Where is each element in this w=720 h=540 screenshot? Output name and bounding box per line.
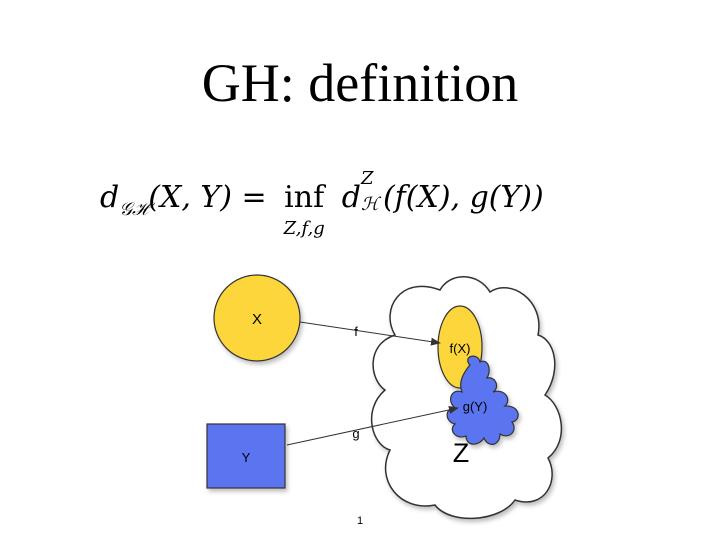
formula-rhs-subscript: ℋ (360, 194, 379, 215)
formula-lhs-d: d (100, 180, 120, 215)
g-label: g (352, 426, 359, 441)
formula-inf-label: inf (284, 180, 325, 215)
f-arrow (299, 321, 441, 346)
formula-inf-subscript: Z,f,g (283, 218, 325, 239)
formula-rhs-superscript: Z (360, 168, 374, 189)
x-circle (213, 274, 301, 362)
formula-rhs-d: d (341, 180, 361, 215)
g-arrow (286, 405, 459, 446)
formula-lhs-args: (X, Y) = (148, 180, 267, 215)
formula-lhs-subscript: 𝒢ℋ (119, 199, 149, 220)
x-label: X (252, 311, 262, 328)
y-label: Y (242, 450, 251, 465)
z-label: Z (453, 438, 470, 468)
page-number: 1 (356, 515, 364, 527)
formula-rhs-args: (f(X), g(Y)) (382, 180, 544, 215)
f-label: f (354, 324, 358, 339)
fx-label: f(X) (450, 341, 471, 356)
gy-label: g(Y) (463, 399, 488, 414)
y-square (206, 423, 286, 489)
slide-title: GH: definition (201, 53, 519, 113)
